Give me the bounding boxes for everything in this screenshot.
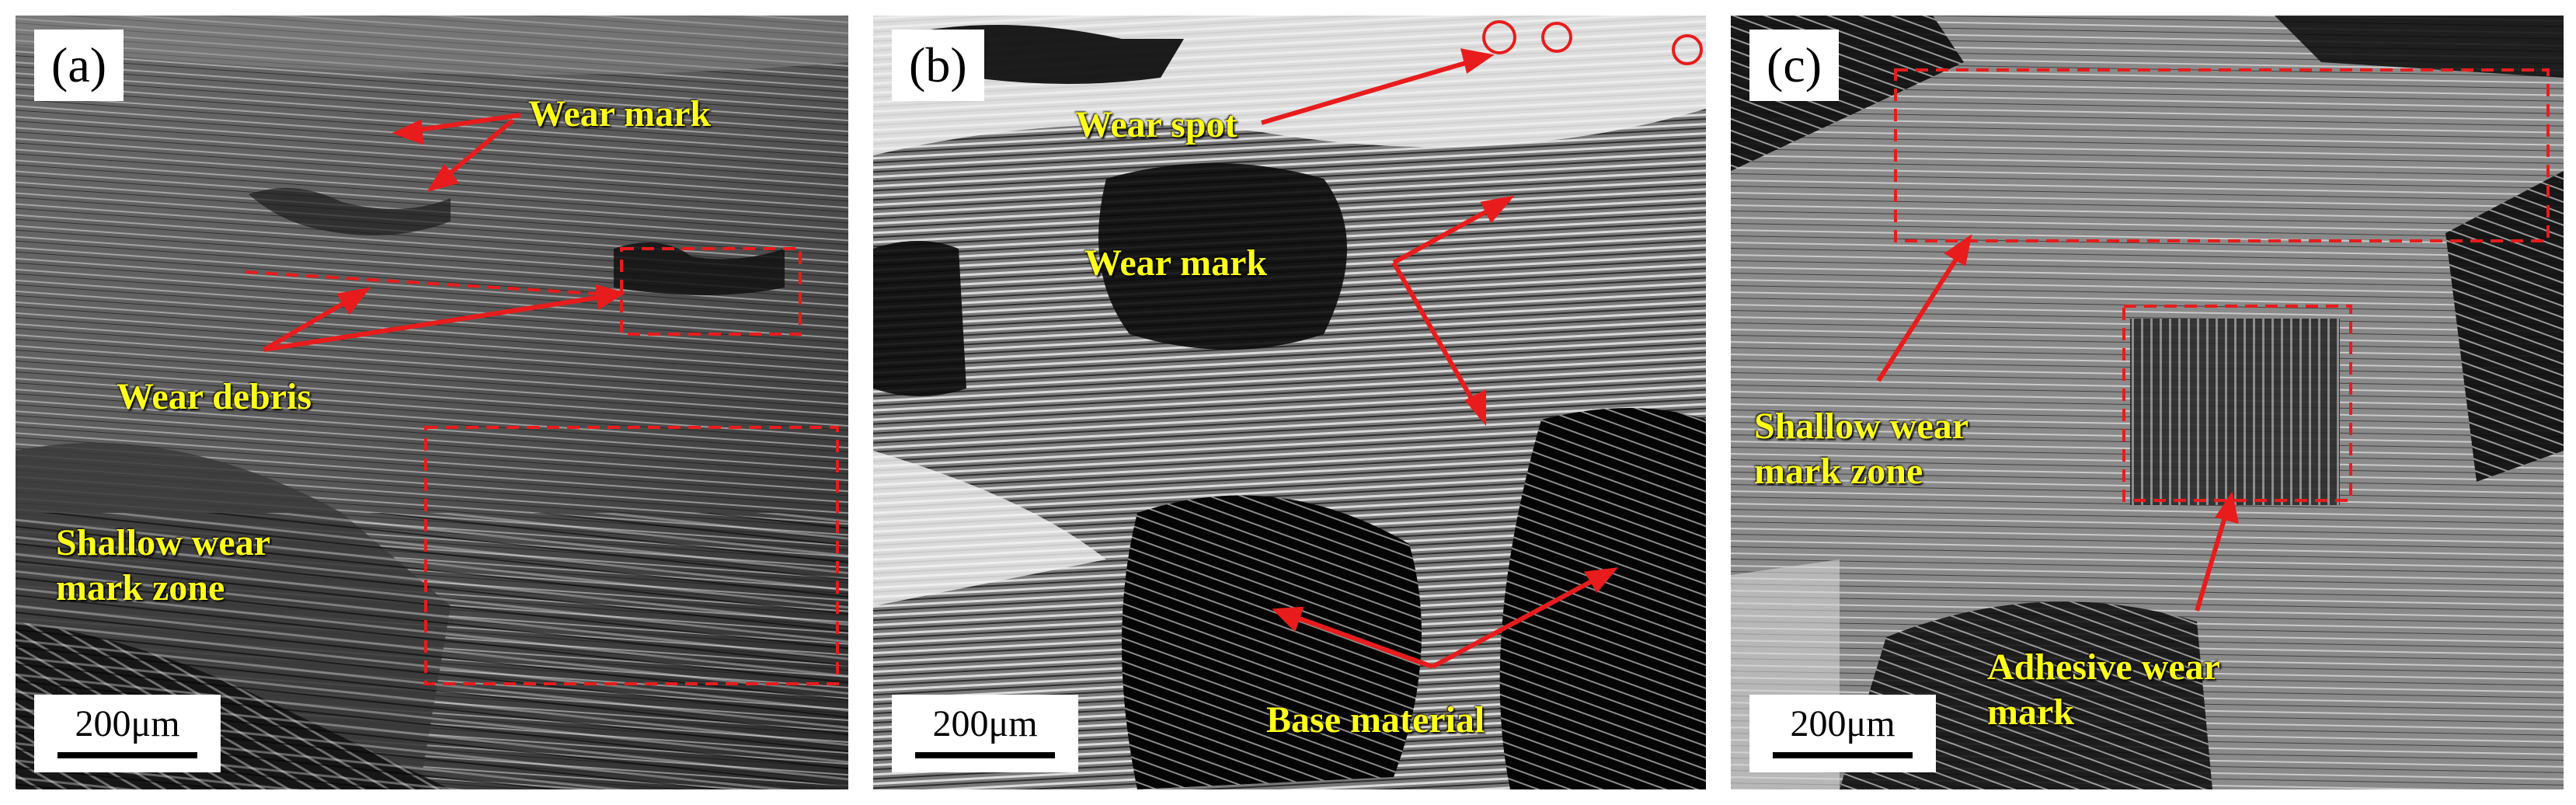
panel-a-wear-mark-label: Wear mark [528, 93, 712, 134]
panel-c-letter: (c) [1749, 30, 1840, 101]
panel-b-letter: (b) [892, 30, 984, 101]
panel-b: (b) Wear spot Wear mark Base material 20… [873, 16, 1706, 789]
panel-b-scale-label: 200μm [932, 703, 1038, 744]
panel-a-scale-line [57, 752, 197, 758]
panel-c-scale-line [1773, 752, 1913, 758]
panel-b-scale-line [915, 752, 1055, 758]
panel-c-shallow-zone-label: Shallow wear mark zone [1754, 406, 1969, 492]
panel-a-letter: (a) [34, 30, 124, 101]
panel-a-shallow-zone-label: Shallow wear mark zone [56, 522, 270, 608]
panel-a-wear-debris-label: Wear debris [117, 376, 312, 417]
panel-b-base-material-label: Base material [1266, 699, 1485, 741]
panel-c-scale-label: 200μm [1790, 703, 1895, 744]
panel-c: (c) Shallow wear mark zone Adhesive wear… [1731, 16, 2564, 789]
panel-c-scale-bar: 200μm [1749, 695, 1936, 772]
panel-b-wear-spot-label: Wear spot [1075, 104, 1238, 145]
panel-a-scale-bar: 200μm [34, 695, 221, 772]
panel-c-adhesive-label: Adhesive wear mark [1987, 646, 2220, 733]
panel-b-micrograph [873, 16, 1706, 789]
panel-a-scale-label: 200μm [75, 703, 180, 744]
panel-b-scale-bar: 200μm [892, 695, 1078, 772]
panel-b-wear-mark-label: Wear mark [1084, 242, 1268, 284]
panel-a: (a) Wear mark Wear debris Shallow wear m… [16, 16, 848, 789]
panel-a-micrograph [16, 16, 848, 789]
